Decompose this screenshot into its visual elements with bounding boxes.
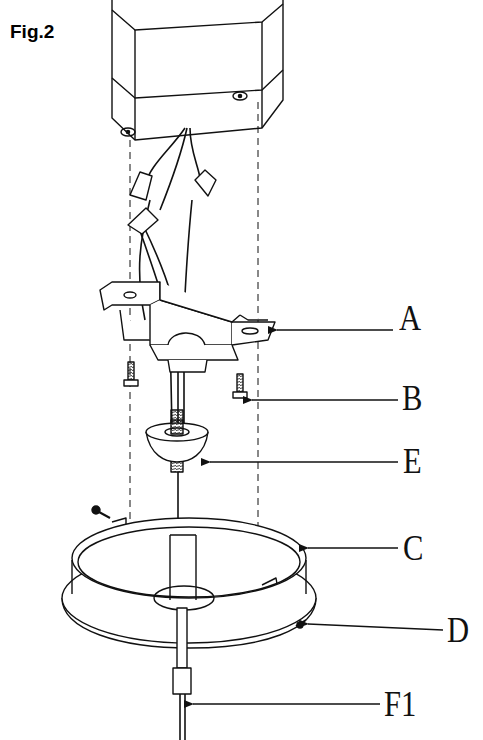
part-letter: D (447, 612, 469, 648)
canopy (62, 518, 316, 648)
wire-nut (128, 170, 216, 234)
figure-title: Fig.2 (10, 22, 54, 41)
part-letter: A (399, 300, 421, 336)
junction-box (112, 0, 283, 140)
mounting-screw (124, 362, 247, 398)
part-letter: E (403, 443, 422, 479)
wires (138, 128, 200, 430)
part-letter: C (403, 530, 423, 566)
canopy-screw (92, 506, 306, 628)
threaded-fitting (146, 410, 208, 472)
part-letter: F1 (384, 686, 416, 722)
mounting-bracket (100, 282, 275, 372)
part-letter: B (402, 380, 422, 416)
leader-line (193, 330, 443, 704)
support-rod (173, 608, 191, 740)
